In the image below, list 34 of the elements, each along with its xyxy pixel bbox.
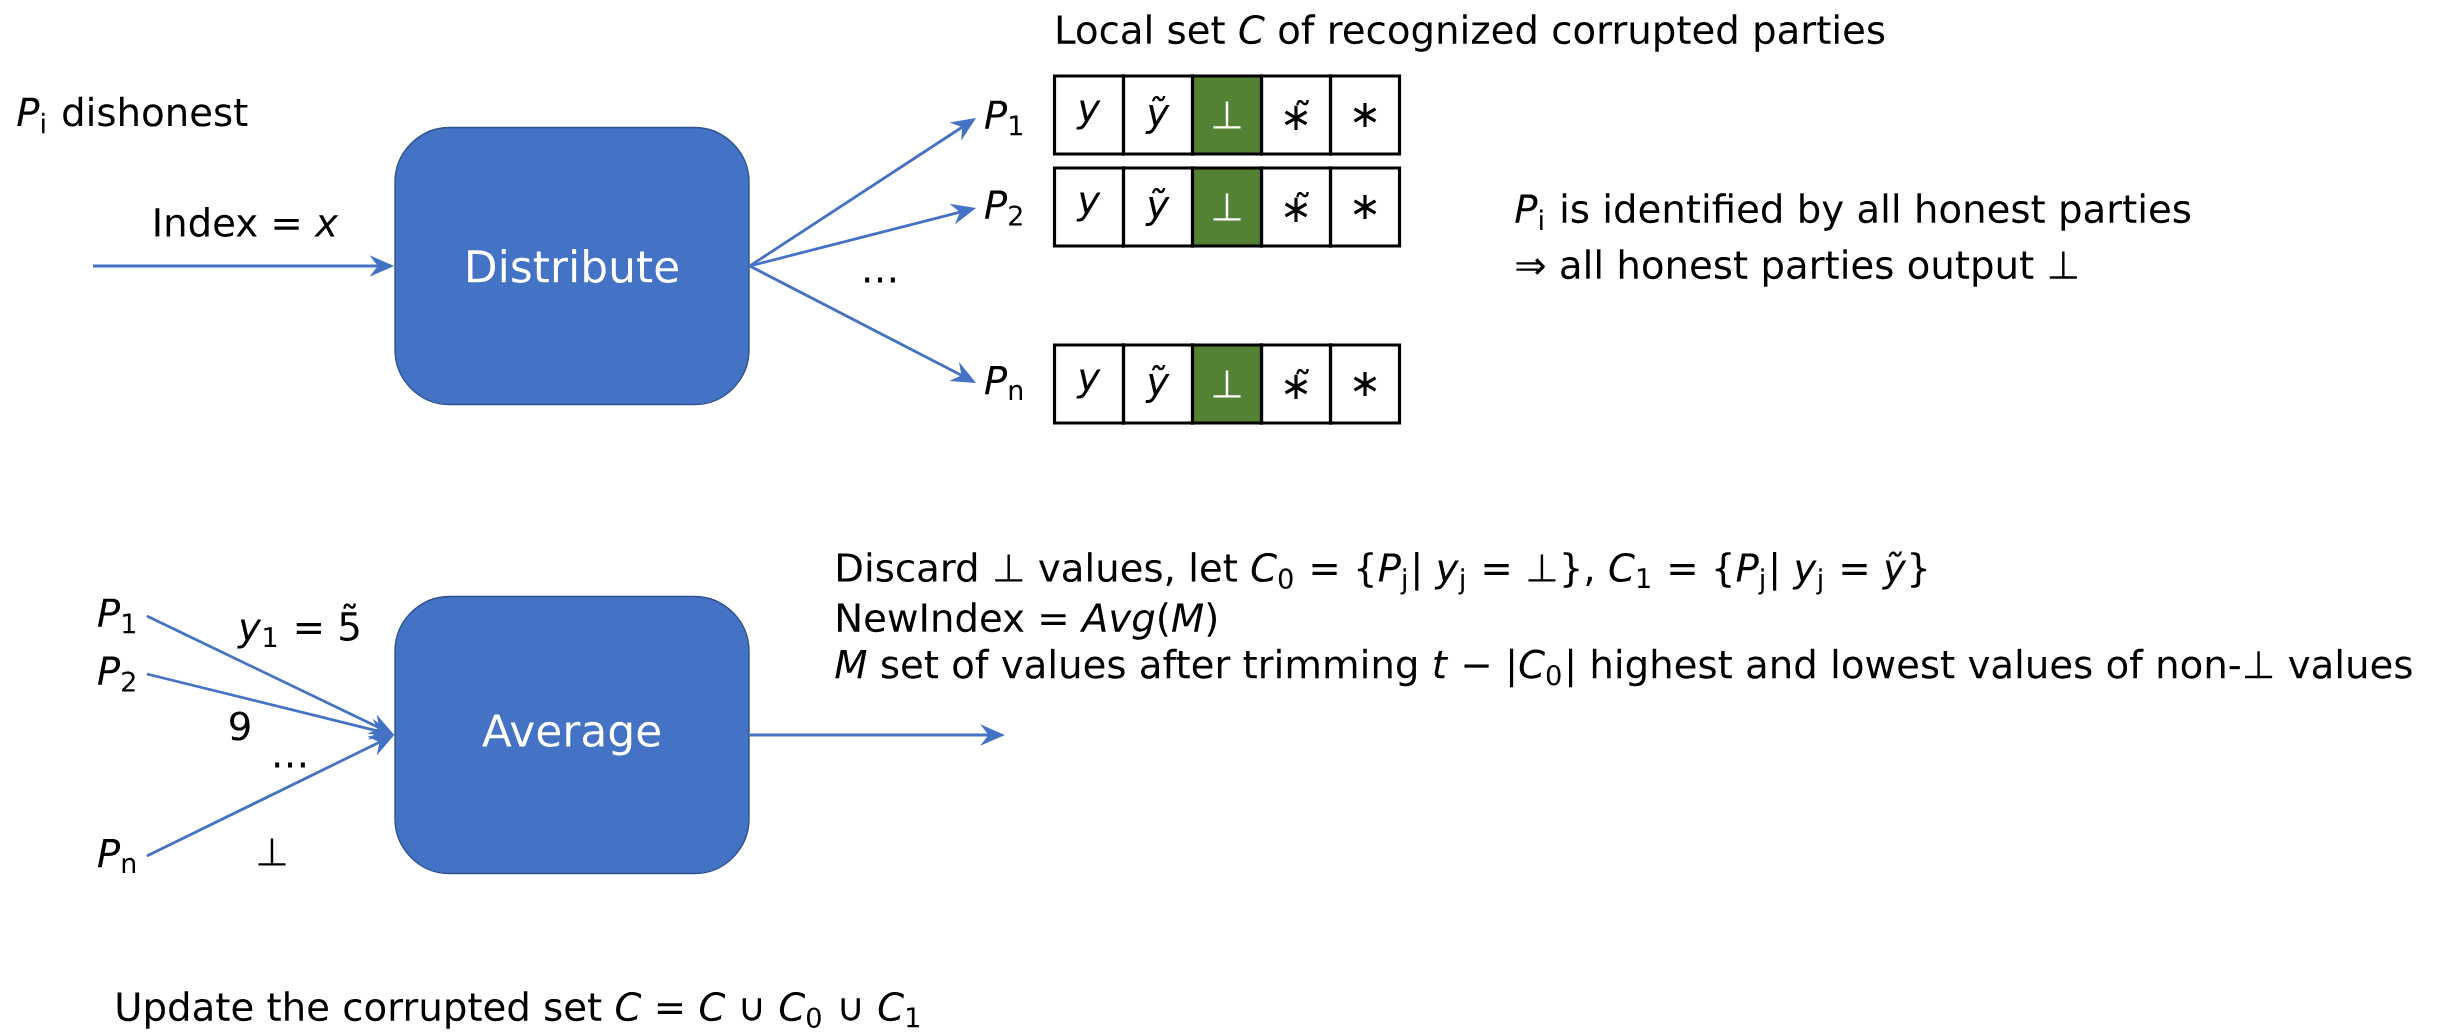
process-box: Distribute xyxy=(394,126,750,406)
table-cell: ∗̃ xyxy=(1259,166,1333,248)
note-text: NewIndex = Avg(M) xyxy=(838,602,1216,640)
party-label: P$_{n}$ xyxy=(984,366,1023,400)
party-label: P$_{2}$ xyxy=(97,656,135,692)
table-cell: ∗ xyxy=(1328,74,1402,156)
party-label: P$_{1}$ xyxy=(97,598,135,634)
table-cell: y xyxy=(1052,343,1126,425)
table-cell: ∗̃ xyxy=(1259,343,1333,425)
ellipsis: … xyxy=(865,277,895,283)
edge-label: y$_{1}$ = 5̃ xyxy=(234,599,366,653)
table-cell: y xyxy=(1052,74,1126,156)
note-text: Local set C of recognized corrupted parties xyxy=(1057,14,1885,52)
edge-label: 9 xyxy=(224,707,256,745)
note-text: Discard ⊥ values, let C$_{0}$ = {P$_{j}$| y$_{j}$ = ⊥}, C$_{1}$ = {P$_{j}$| y$_{j}$ = ỹ} xyxy=(838,551,1927,595)
table-cell: y xyxy=(1052,166,1126,248)
party-label: P$_{1}$ xyxy=(984,100,1022,136)
highlighted-cell: ⊥ xyxy=(1190,74,1264,156)
note-text: P$_{i}$ dishonest xyxy=(17,96,248,134)
table-cell: ∗ xyxy=(1328,166,1402,248)
note-text: P$_{i}$ is identified by all honest parties xyxy=(1515,193,2191,231)
party-label: P$_{n}$ xyxy=(97,839,136,873)
edge-label: ⊥ xyxy=(251,834,293,870)
note-text: Update the corrupted set C = C ∪ C$_{0}$ ∪ C$_{1}$ xyxy=(117,991,919,1029)
edge-label: Index = x xyxy=(148,203,342,241)
ellipsis: … xyxy=(275,762,305,768)
highlighted-cell: ⊥ xyxy=(1190,343,1264,425)
party-label: P$_{2}$ xyxy=(984,190,1022,226)
note-text: M set of values after trimming t − |C$_{0}$| highest and lowest values of non-⊥ values xyxy=(835,648,2412,688)
process-box: Average xyxy=(394,595,750,875)
highlighted-cell: ⊥ xyxy=(1190,166,1264,248)
table-cell: ∗ xyxy=(1328,343,1402,425)
table-cell: ∗̃ xyxy=(1259,74,1333,156)
note-text: ⇒ all honest parties output ⊥ xyxy=(1516,249,2077,287)
